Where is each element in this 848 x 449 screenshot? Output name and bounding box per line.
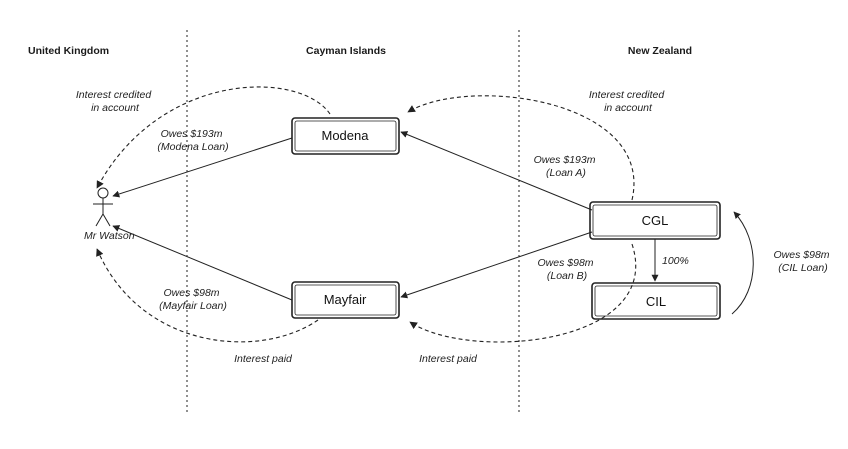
entity-box-cil: CIL xyxy=(591,282,721,320)
annotation-modena-loan: Owes $193m (Modena Loan) xyxy=(157,128,228,153)
annotation-loan-b: Owes $98m (Loan B) xyxy=(538,257,597,282)
annotation-cil-loan: Owes $98m (CIL Loan) xyxy=(774,249,833,274)
region-header-uk: United Kingdom xyxy=(28,45,109,57)
dashed-arrow-interest-nz-bottom xyxy=(409,243,636,343)
annotation-ownership-100: 100% xyxy=(662,255,689,267)
entity-label-cgl: CGL xyxy=(642,213,669,228)
entity-box-cgl: CGL xyxy=(589,201,721,240)
annotation-nz-interest-credited: Interest credited in account xyxy=(589,89,667,114)
arrow-mayfair-to-watson xyxy=(112,225,293,301)
annotation-uk-interest-credited: Interest credited in account xyxy=(76,89,154,114)
region-header-nz: New Zealand xyxy=(628,45,692,57)
dashed-arrow-interest-uk-bottom xyxy=(96,248,319,343)
annotation-mayfair-loan: Owes $98m (Mayfair Loan) xyxy=(159,287,227,312)
dashed-arrow-interest-uk-top xyxy=(96,86,331,189)
annotation-interest-paid-left: Interest paid xyxy=(234,353,293,365)
dashed-arrow-interest-nz-top xyxy=(407,95,635,201)
entity-label-cil: CIL xyxy=(646,294,666,309)
person-icon xyxy=(93,187,113,227)
arrow-cil-to-cgl-curved xyxy=(731,211,754,315)
region-header-cayman: Cayman Islands xyxy=(306,45,386,57)
entity-box-mayfair: Mayfair xyxy=(291,281,400,319)
entity-label-mayfair: Mayfair xyxy=(324,292,367,307)
entity-box-modena: Modena xyxy=(291,117,400,155)
arrow-modena-to-watson xyxy=(112,137,293,198)
annotation-loan-a: Owes $193m (Loan A) xyxy=(534,154,599,179)
entity-label-modena: Modena xyxy=(322,128,370,143)
annotation-interest-paid-right: Interest paid xyxy=(419,353,478,365)
arrow-cgl-to-mayfair xyxy=(400,231,593,299)
arrow-cgl-to-modena xyxy=(400,131,593,211)
person-label: Mr Watson xyxy=(84,230,135,242)
